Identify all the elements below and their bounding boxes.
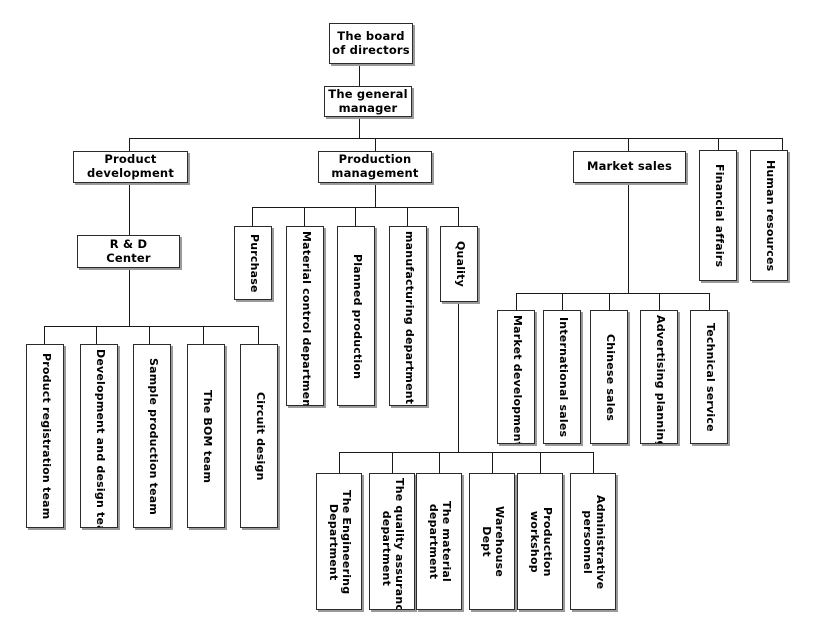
node-label: Production management [331,152,419,180]
connector-quality-trunk [458,302,459,452]
drop-the-engineering-department [339,452,340,473]
node-label: The quality assurance department [379,478,406,610]
drop-administrative-personnel [593,452,594,473]
node-label: The material department [426,501,453,583]
drop-material-control-department [304,207,305,226]
node-label: Market development [510,315,524,444]
connector-ms-trunk [628,183,629,293]
connector-pm-trunk [375,183,376,207]
node-label: manufacturing department [402,231,416,405]
drop-market-development [516,293,517,310]
drop-manufacturing-department [407,207,408,226]
node-financial-affairs[interactable]: Financial affairs [699,150,737,281]
node-label: Circuit design [253,391,267,481]
node-rd-center[interactable]: R & D Center [77,235,180,268]
drop-advertising-planning [659,293,660,310]
drop-planned-production [355,207,356,226]
drop-sample-production-team [149,326,150,344]
node-label: Purchase [247,233,261,293]
drop-product-registration-team [44,326,45,344]
node-market-development[interactable]: Market development [497,310,535,444]
node-label: The BOM team [200,389,214,483]
node-international-sales[interactable]: International sales [543,310,581,444]
drop-the-quality-assurance-department [392,452,393,473]
drop-human-resources [782,138,783,151]
node-label: Human resources [763,160,777,272]
node-administrative-personnel[interactable]: Administrative personnel [570,473,616,610]
node-technical-service[interactable]: Technical service [690,310,728,444]
connector-quality-bus [339,452,593,453]
node-label: Material control department [299,231,313,406]
node-label: Production workshop [527,506,554,577]
node-purchase[interactable]: Purchase [234,226,272,300]
drop-international-sales [562,293,563,310]
connector-board-to-gm [359,64,360,86]
drop-technical-service [709,293,710,310]
node-planned-production[interactable]: Planned production [337,226,375,406]
node-board-of-directors[interactable]: The board of directors [329,23,413,64]
drop-production-management [375,138,376,151]
node-chinese-sales[interactable]: Chinese sales [590,310,628,444]
drop-chinese-sales [609,293,610,310]
drop-market-sales [628,138,629,151]
node-the-engineering-department[interactable]: The Engineering Department [316,473,362,610]
node-product-registration-team[interactable]: Product registration team [26,344,64,528]
drop-circuit-design [258,326,259,344]
node-quality[interactable]: Quality [440,226,478,302]
node-production-workshop[interactable]: Production workshop [517,473,563,610]
node-label: Product development [86,152,175,180]
drop-the-bom-team [203,326,204,344]
node-label: R & D Center [106,236,151,265]
drop-the-material-department [439,452,440,473]
node-general-manager[interactable]: The general manager [324,86,412,117]
node-the-material-department[interactable]: The material department [416,473,462,610]
node-label: Advertising planning [653,315,667,444]
drop-purchase [252,207,253,226]
node-the-bom-team[interactable]: The BOM team [187,344,225,528]
node-sample-production-team[interactable]: Sample production team [133,344,171,528]
node-label: Technical service [703,322,717,432]
node-label: Planned production [350,253,364,379]
connector-pd-to-rd [129,183,130,235]
connector-ms-bus [516,293,709,294]
node-label: Market sales [586,159,673,174]
node-the-quality-assurance-department[interactable]: The quality assurance department [369,473,415,610]
drop-quality [458,207,459,226]
connector-level2-bus [129,138,782,139]
connector-rd-bus [44,326,258,327]
node-label: Warehouse Dept [479,506,506,578]
drop-financial-affairs [718,138,719,151]
node-label: Quality [453,241,467,287]
drop-development-and-design-team [96,326,97,344]
node-product-development[interactable]: Product development [73,151,188,183]
node-development-and-design-team[interactable]: Development and design team [80,344,118,528]
node-advertising-planning[interactable]: Advertising planning [640,310,678,444]
node-label: The Engineering Department [326,489,353,594]
node-label: Sample production team [146,357,160,515]
node-manufacturing-department[interactable]: manufacturing department [389,226,427,406]
connector-rd-trunk [129,268,130,326]
drop-product-development [129,138,130,151]
node-label: The general manager [328,86,408,115]
node-circuit-design[interactable]: Circuit design [240,344,278,528]
node-material-control-department[interactable]: Material control department [286,226,324,406]
node-production-management[interactable]: Production management [318,151,432,183]
node-label: Development and design team [93,349,107,528]
node-label: Financial affairs [712,164,726,268]
node-label: Product registration team [39,353,53,520]
node-human-resources[interactable]: Human resources [750,150,788,281]
node-market-sales[interactable]: Market sales [573,151,686,183]
node-label: International sales [556,317,570,438]
node-label: Administrative personnel [580,494,607,589]
drop-production-workshop [540,452,541,473]
node-label: The board of directors [332,28,410,57]
node-label: Chinese sales [603,333,617,421]
node-warehouse-dept[interactable]: Warehouse Dept [469,473,515,610]
connector-gm-trunk [359,117,360,138]
drop-warehouse-dept [492,452,493,473]
